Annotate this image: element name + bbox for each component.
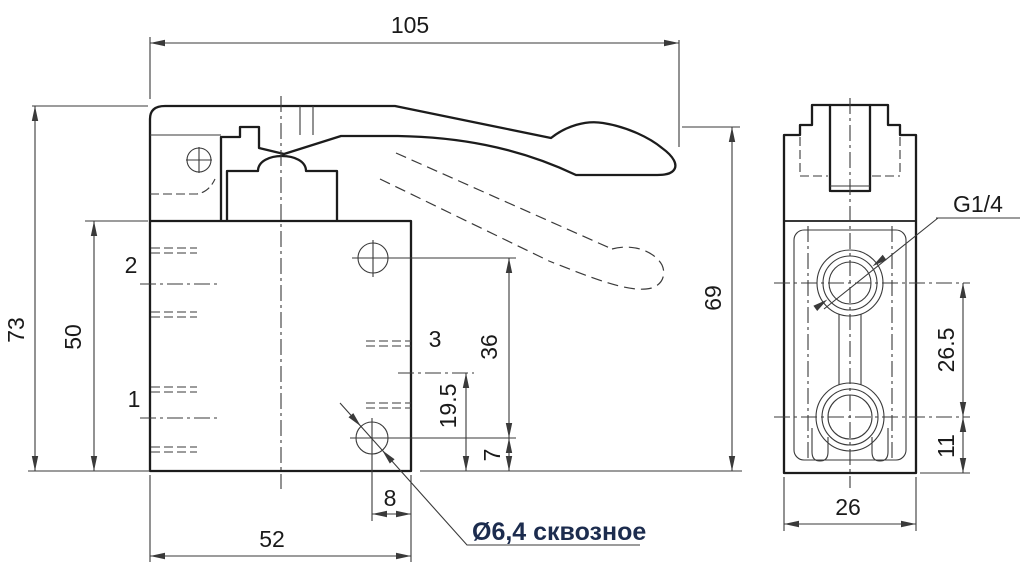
dim-overall-height: 73 xyxy=(3,317,29,343)
side-outline xyxy=(782,103,918,475)
side-centerlines xyxy=(774,98,970,488)
dim-body-height: 50 xyxy=(60,324,86,350)
pivot-screw-crosshair xyxy=(186,147,212,173)
dim-lower-port-offset-front: 7 xyxy=(479,449,505,462)
port-label-2: 2 xyxy=(125,252,138,278)
dimensions: 105 73 50 69 36 19.5 7 8 52 26.5 11 26 2… xyxy=(3,12,1020,562)
dim-handle-height: 69 xyxy=(700,285,726,311)
dimension-lines xyxy=(34,42,964,557)
leader-lines xyxy=(339,217,1020,546)
lever-pressed-position xyxy=(379,152,665,290)
dim-top-width: 105 xyxy=(391,12,429,38)
front-outline xyxy=(148,104,677,473)
recess-slots xyxy=(811,428,889,462)
plate-detail-lines xyxy=(150,106,314,136)
hidden-cavity xyxy=(799,137,901,177)
arrowheads xyxy=(31,39,967,560)
through-hole-note: Ø6,4 сквозное xyxy=(472,518,646,546)
dim-hole-inset: 8 xyxy=(384,485,397,511)
front-centerlines xyxy=(140,96,474,489)
port-label-3: 3 xyxy=(429,326,442,352)
dim-port-spacing: 26.5 xyxy=(933,328,959,373)
port-label-1: 1 xyxy=(128,386,141,412)
dim-ports-span: 36 xyxy=(476,334,502,360)
side-view xyxy=(774,98,970,488)
dim-depth: 26 xyxy=(835,494,861,520)
front-view xyxy=(140,96,677,521)
thread-label: G1/4 xyxy=(953,191,1003,217)
extension-lines xyxy=(28,37,970,562)
dim-lower-port-offset-side: 11 xyxy=(933,434,959,458)
dim-body-width: 52 xyxy=(259,526,285,552)
dim-hole-height: 19.5 xyxy=(435,384,461,429)
hole-axes xyxy=(350,240,516,521)
port-neck xyxy=(838,314,862,385)
